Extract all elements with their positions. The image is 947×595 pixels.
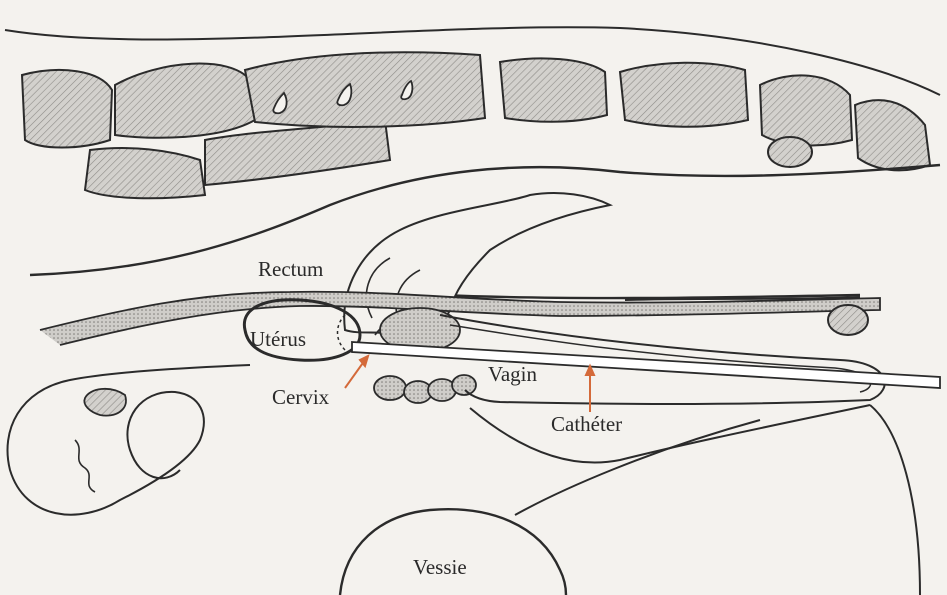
label-vessie: Vessie xyxy=(413,555,467,580)
label-rectum: Rectum xyxy=(258,257,323,282)
label-vagin: Vagin xyxy=(488,362,537,387)
body-cavity xyxy=(470,405,920,595)
oviduct-squiggle xyxy=(75,440,95,492)
pelvic-bone xyxy=(768,137,812,167)
label-catheter: Cathéter xyxy=(551,412,622,437)
bladder xyxy=(340,509,566,595)
rectum-end xyxy=(828,305,868,335)
label-cervix: Cervix xyxy=(272,385,329,410)
label-uterus: Utérus xyxy=(250,327,306,352)
uterine-horn xyxy=(8,365,251,515)
ovary xyxy=(84,389,126,416)
spine-vertebrae xyxy=(22,52,930,198)
